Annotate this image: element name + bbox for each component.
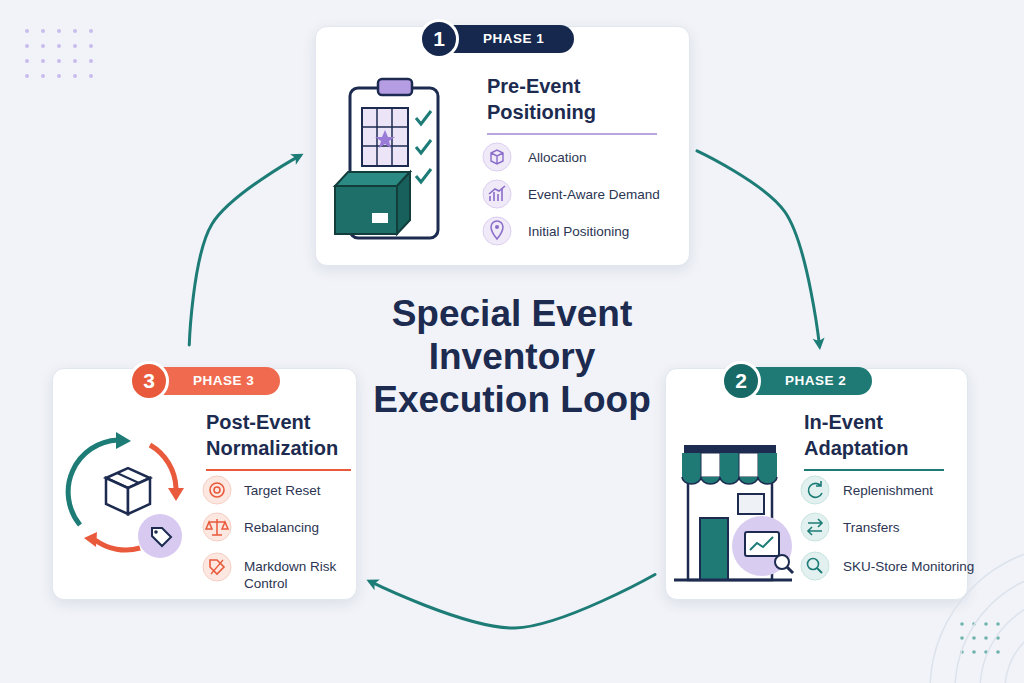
dot-grid bbox=[57, 74, 61, 78]
dot-grid bbox=[73, 59, 77, 63]
step-item: SKU-Store Monitoring bbox=[843, 558, 974, 575]
dot-grid bbox=[41, 74, 45, 78]
step-item: Replenishment bbox=[843, 482, 933, 499]
dot-grid bbox=[996, 650, 1000, 654]
dot-grid bbox=[25, 29, 29, 33]
dot-grid bbox=[960, 636, 964, 640]
dot-grid bbox=[57, 59, 61, 63]
step-item: Transfers bbox=[843, 519, 900, 536]
phase-card: 1PHASE 1Pre-Event PositioningAllocationE… bbox=[315, 26, 690, 266]
dot-grid bbox=[73, 44, 77, 48]
step-item: Initial Positioning bbox=[528, 223, 629, 240]
dot-grid bbox=[41, 44, 45, 48]
step-item: Target Reset bbox=[244, 482, 321, 499]
dot-grid bbox=[960, 622, 1000, 654]
dot-grid bbox=[89, 74, 93, 78]
cycle-arrow bbox=[697, 151, 820, 346]
dot-grid bbox=[996, 636, 1000, 640]
dot-grid bbox=[960, 650, 964, 654]
dot-grid bbox=[972, 650, 976, 654]
step-item: Markdown Risk Control bbox=[244, 558, 344, 592]
dot-grid bbox=[89, 59, 93, 63]
phase-number: 1 bbox=[419, 19, 459, 59]
phase-heading: Pre-Event Positioning bbox=[487, 73, 657, 135]
step-item: Rebalancing bbox=[244, 519, 319, 536]
dot-grid bbox=[73, 74, 77, 78]
phase-heading: Post-Event Normalization bbox=[206, 409, 351, 471]
dot-grid bbox=[41, 59, 45, 63]
dot-grid bbox=[25, 74, 29, 78]
dot-grid bbox=[984, 622, 988, 626]
phase-number: 2 bbox=[721, 361, 761, 401]
step-item: Allocation bbox=[528, 149, 587, 166]
dot-grid bbox=[41, 29, 45, 33]
step-item: Event-Aware Demand bbox=[528, 186, 660, 203]
phase-number: 3 bbox=[129, 361, 169, 401]
dot-grid bbox=[972, 636, 976, 640]
dot-grid bbox=[25, 44, 29, 48]
dot-grid bbox=[972, 622, 976, 626]
dot-grid bbox=[960, 622, 964, 626]
dot-grid bbox=[73, 29, 77, 33]
cycle-arrow bbox=[370, 574, 655, 628]
dot-grid bbox=[57, 29, 61, 33]
phase-card: 3PHASE 3Post-Event NormalizationTarget R… bbox=[52, 368, 357, 600]
dot-grid bbox=[984, 636, 988, 640]
dot-grid bbox=[89, 44, 93, 48]
dot-grid bbox=[25, 59, 29, 63]
background-arcs bbox=[1005, 620, 1024, 683]
phase-card: 2PHASE 2In-Event AdaptationReplenishment… bbox=[665, 368, 968, 600]
dot-grid bbox=[984, 650, 988, 654]
dot-grid bbox=[57, 44, 61, 48]
phase-heading: In-Event Adaptation bbox=[804, 409, 944, 471]
phase-label: PHASE 2 bbox=[743, 367, 872, 395]
dot-grid bbox=[996, 622, 1000, 626]
phase-label: PHASE 1 bbox=[441, 25, 574, 53]
dot-grid bbox=[89, 29, 93, 33]
background-arcs bbox=[980, 595, 1024, 683]
phase-label: PHASE 3 bbox=[151, 367, 280, 395]
dot-grid bbox=[25, 29, 93, 78]
cycle-arrow bbox=[189, 156, 300, 345]
diagram-title: Special Event Inventory Execution Loop bbox=[357, 292, 667, 421]
